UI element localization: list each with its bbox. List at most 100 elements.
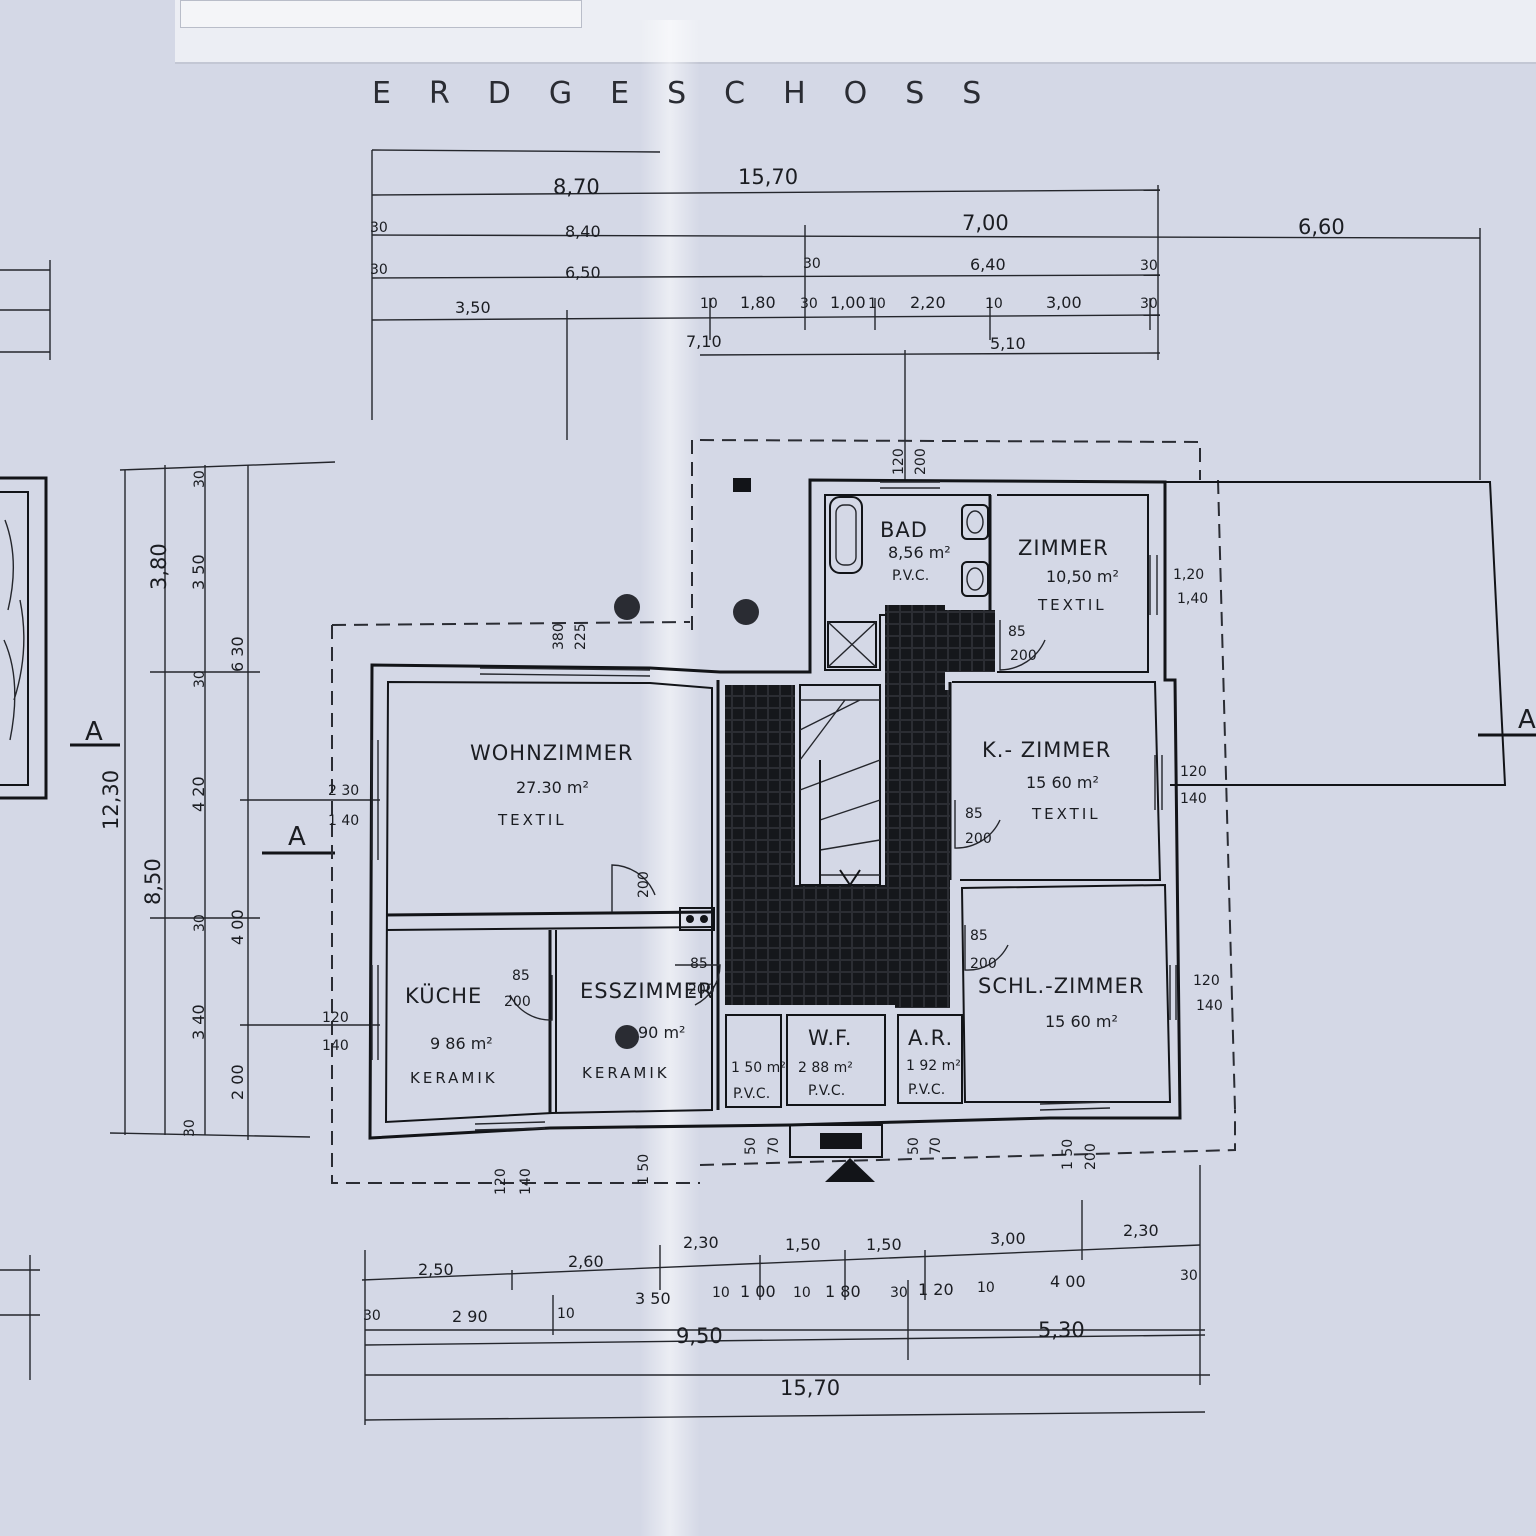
dim-1-80: 1,80 (740, 293, 776, 312)
dim-8-50: 8,50 (141, 858, 165, 905)
door-200-f: 200 (636, 871, 652, 898)
bdim-total: 15,70 (780, 1376, 840, 1400)
room-kzimmer-area: 15 60 m² (1026, 773, 1099, 792)
room-ar-area: 1 92 m² (906, 1058, 961, 1074)
room-ar-name: A.R. (908, 1026, 953, 1050)
bdim-2-30: 2,30 (683, 1233, 719, 1252)
open-50-b: 50 (906, 1137, 922, 1155)
dim-30-v3: 30 (192, 470, 208, 488)
open-120-top: 120 (891, 448, 907, 475)
bdim-10-a: 10 (557, 1306, 575, 1322)
dim-30-f: 30 (1140, 296, 1158, 312)
page-edge-tab (180, 0, 582, 28)
bottom-dimensions: 2,50 2,60 2,30 1,50 1,50 3,00 2,30 2 90 … (361, 1165, 1210, 1425)
open-140-left: 140 (322, 1038, 349, 1054)
door-200-a: 200 (1010, 648, 1037, 664)
open-140-c: 140 (1196, 998, 1223, 1014)
door-85-e: 85 (690, 956, 708, 972)
garage-outline (1165, 481, 1507, 786)
door-85-a: 85 (1008, 624, 1026, 640)
dim-7-00: 7,00 (962, 211, 1009, 235)
dim-10-b: 10 (868, 296, 886, 312)
dim-30-v4: 30 (182, 1119, 198, 1137)
bdim-3-00: 3,00 (990, 1229, 1026, 1248)
dim-7-10: 7,10 (686, 332, 722, 351)
dim-4-00-v: 4 00 (228, 909, 247, 945)
bdim-9-50: 9,50 (676, 1324, 723, 1348)
room-wohnzimmer-floor: TEXTIL (497, 811, 567, 829)
dim-4-20: 4 20 (189, 776, 208, 812)
room-wc-area: 1 50 m² (731, 1060, 786, 1076)
room-esszimmer-floor: KERAMIK (582, 1064, 670, 1082)
bdim-1-00: 1 00 (740, 1282, 776, 1301)
open-1-20-a: 1,20 (1173, 567, 1204, 583)
left-partial-plan (0, 260, 51, 1380)
open-140-b: 140 (1180, 791, 1207, 807)
bdim-2-90: 2 90 (452, 1307, 488, 1326)
hole-mark-1 (614, 594, 640, 620)
dim-6-50: 6,50 (565, 263, 601, 282)
room-zimmer-area: 10,50 m² (1046, 567, 1119, 586)
open-120-left: 120 (322, 1010, 349, 1026)
open-380: 380 (551, 623, 567, 650)
dim-3-80: 3,80 (147, 543, 171, 590)
open-200-c: 200 (1083, 1143, 1099, 1170)
open-1-40-left: 1 40 (328, 813, 359, 829)
dim-10-c: 10 (985, 296, 1003, 312)
room-schlzimmer-area: 15 60 m² (1045, 1012, 1118, 1031)
room-kueche-floor: KERAMIK (410, 1069, 498, 1087)
room-zimmer-floor: TEXTIL (1037, 596, 1107, 614)
bdim-1-80: 1 80 (825, 1282, 861, 1301)
top-dimensions: 8,70 15,70 8,40 6,50 3,50 7,00 6,60 6,40… (370, 149, 1481, 480)
plan-title: ERDGESCHOSS (372, 76, 1019, 111)
room-kzimmer-name: K.- ZIMMER (982, 738, 1111, 762)
open-50-a: 50 (743, 1137, 759, 1155)
dim-30-c: 30 (803, 256, 821, 272)
open-150-c: 1 50 (1060, 1139, 1076, 1170)
door-85-d: 85 (512, 968, 530, 984)
walls (368, 478, 1182, 1182)
section-a-middle: A (288, 822, 306, 852)
section-a-right: A (1518, 705, 1536, 735)
section-a-left: A (85, 717, 103, 747)
bdim-3-50: 3 50 (635, 1289, 671, 1308)
bdim-1-50b: 1,50 (866, 1235, 902, 1254)
room-wc-floor: P.V.C. (733, 1086, 770, 1102)
dim-30-v1: 30 (192, 670, 208, 688)
dim-3-00: 3,00 (1046, 293, 1082, 312)
room-wohnzimmer-name: WOHNZIMMER (470, 741, 633, 765)
dim-6-40: 6,40 (970, 255, 1006, 274)
dashed-outlines (331, 438, 1236, 1184)
bdim-10-d: 10 (977, 1280, 995, 1296)
dim-8-40: 8,40 (565, 222, 601, 241)
door-swings (509, 620, 1046, 1021)
room-esszimmer-area: 90 m² (638, 1023, 685, 1042)
room-wf-area: 2 88 m² (798, 1060, 853, 1076)
dim-12-30: 12,30 (99, 770, 123, 830)
bdim-2-30b: 2,30 (1123, 1221, 1159, 1240)
dim-8-70: 8,70 (553, 175, 600, 199)
door-85-b: 85 (965, 806, 983, 822)
bdim-4-00: 4 00 (1050, 1272, 1086, 1291)
bdim-10-c: 10 (793, 1285, 811, 1301)
bdim-30-b: 30 (890, 1285, 908, 1301)
room-wohnzimmer-area: 27.30 m² (516, 778, 589, 797)
door-85-c: 85 (970, 928, 988, 944)
room-bad-name: BAD (880, 518, 928, 542)
dim-3-50: 3,50 (455, 298, 491, 317)
room-wf-name: W.F. (808, 1026, 852, 1050)
open-2-30: 2 30 (328, 783, 359, 799)
open-70-b: 70 (928, 1137, 944, 1155)
bdim-1-20: 1 20 (918, 1280, 954, 1299)
room-kueche-name: KÜCHE (405, 983, 482, 1008)
dim-3-40: 3 40 (189, 1004, 208, 1040)
opening-dimensions: 120 200 380 225 1,20 1,40 120 140 120 14… (322, 448, 1223, 1195)
room-kzimmer-floor: TEXTIL (1031, 805, 1101, 823)
column-mark (733, 478, 751, 492)
room-bad-floor: P.V.C. (892, 568, 929, 584)
bdim-5-30: 5,30 (1038, 1318, 1085, 1342)
bdim-2-50: 2,50 (418, 1260, 454, 1279)
dim-6-60: 6,60 (1298, 215, 1345, 239)
